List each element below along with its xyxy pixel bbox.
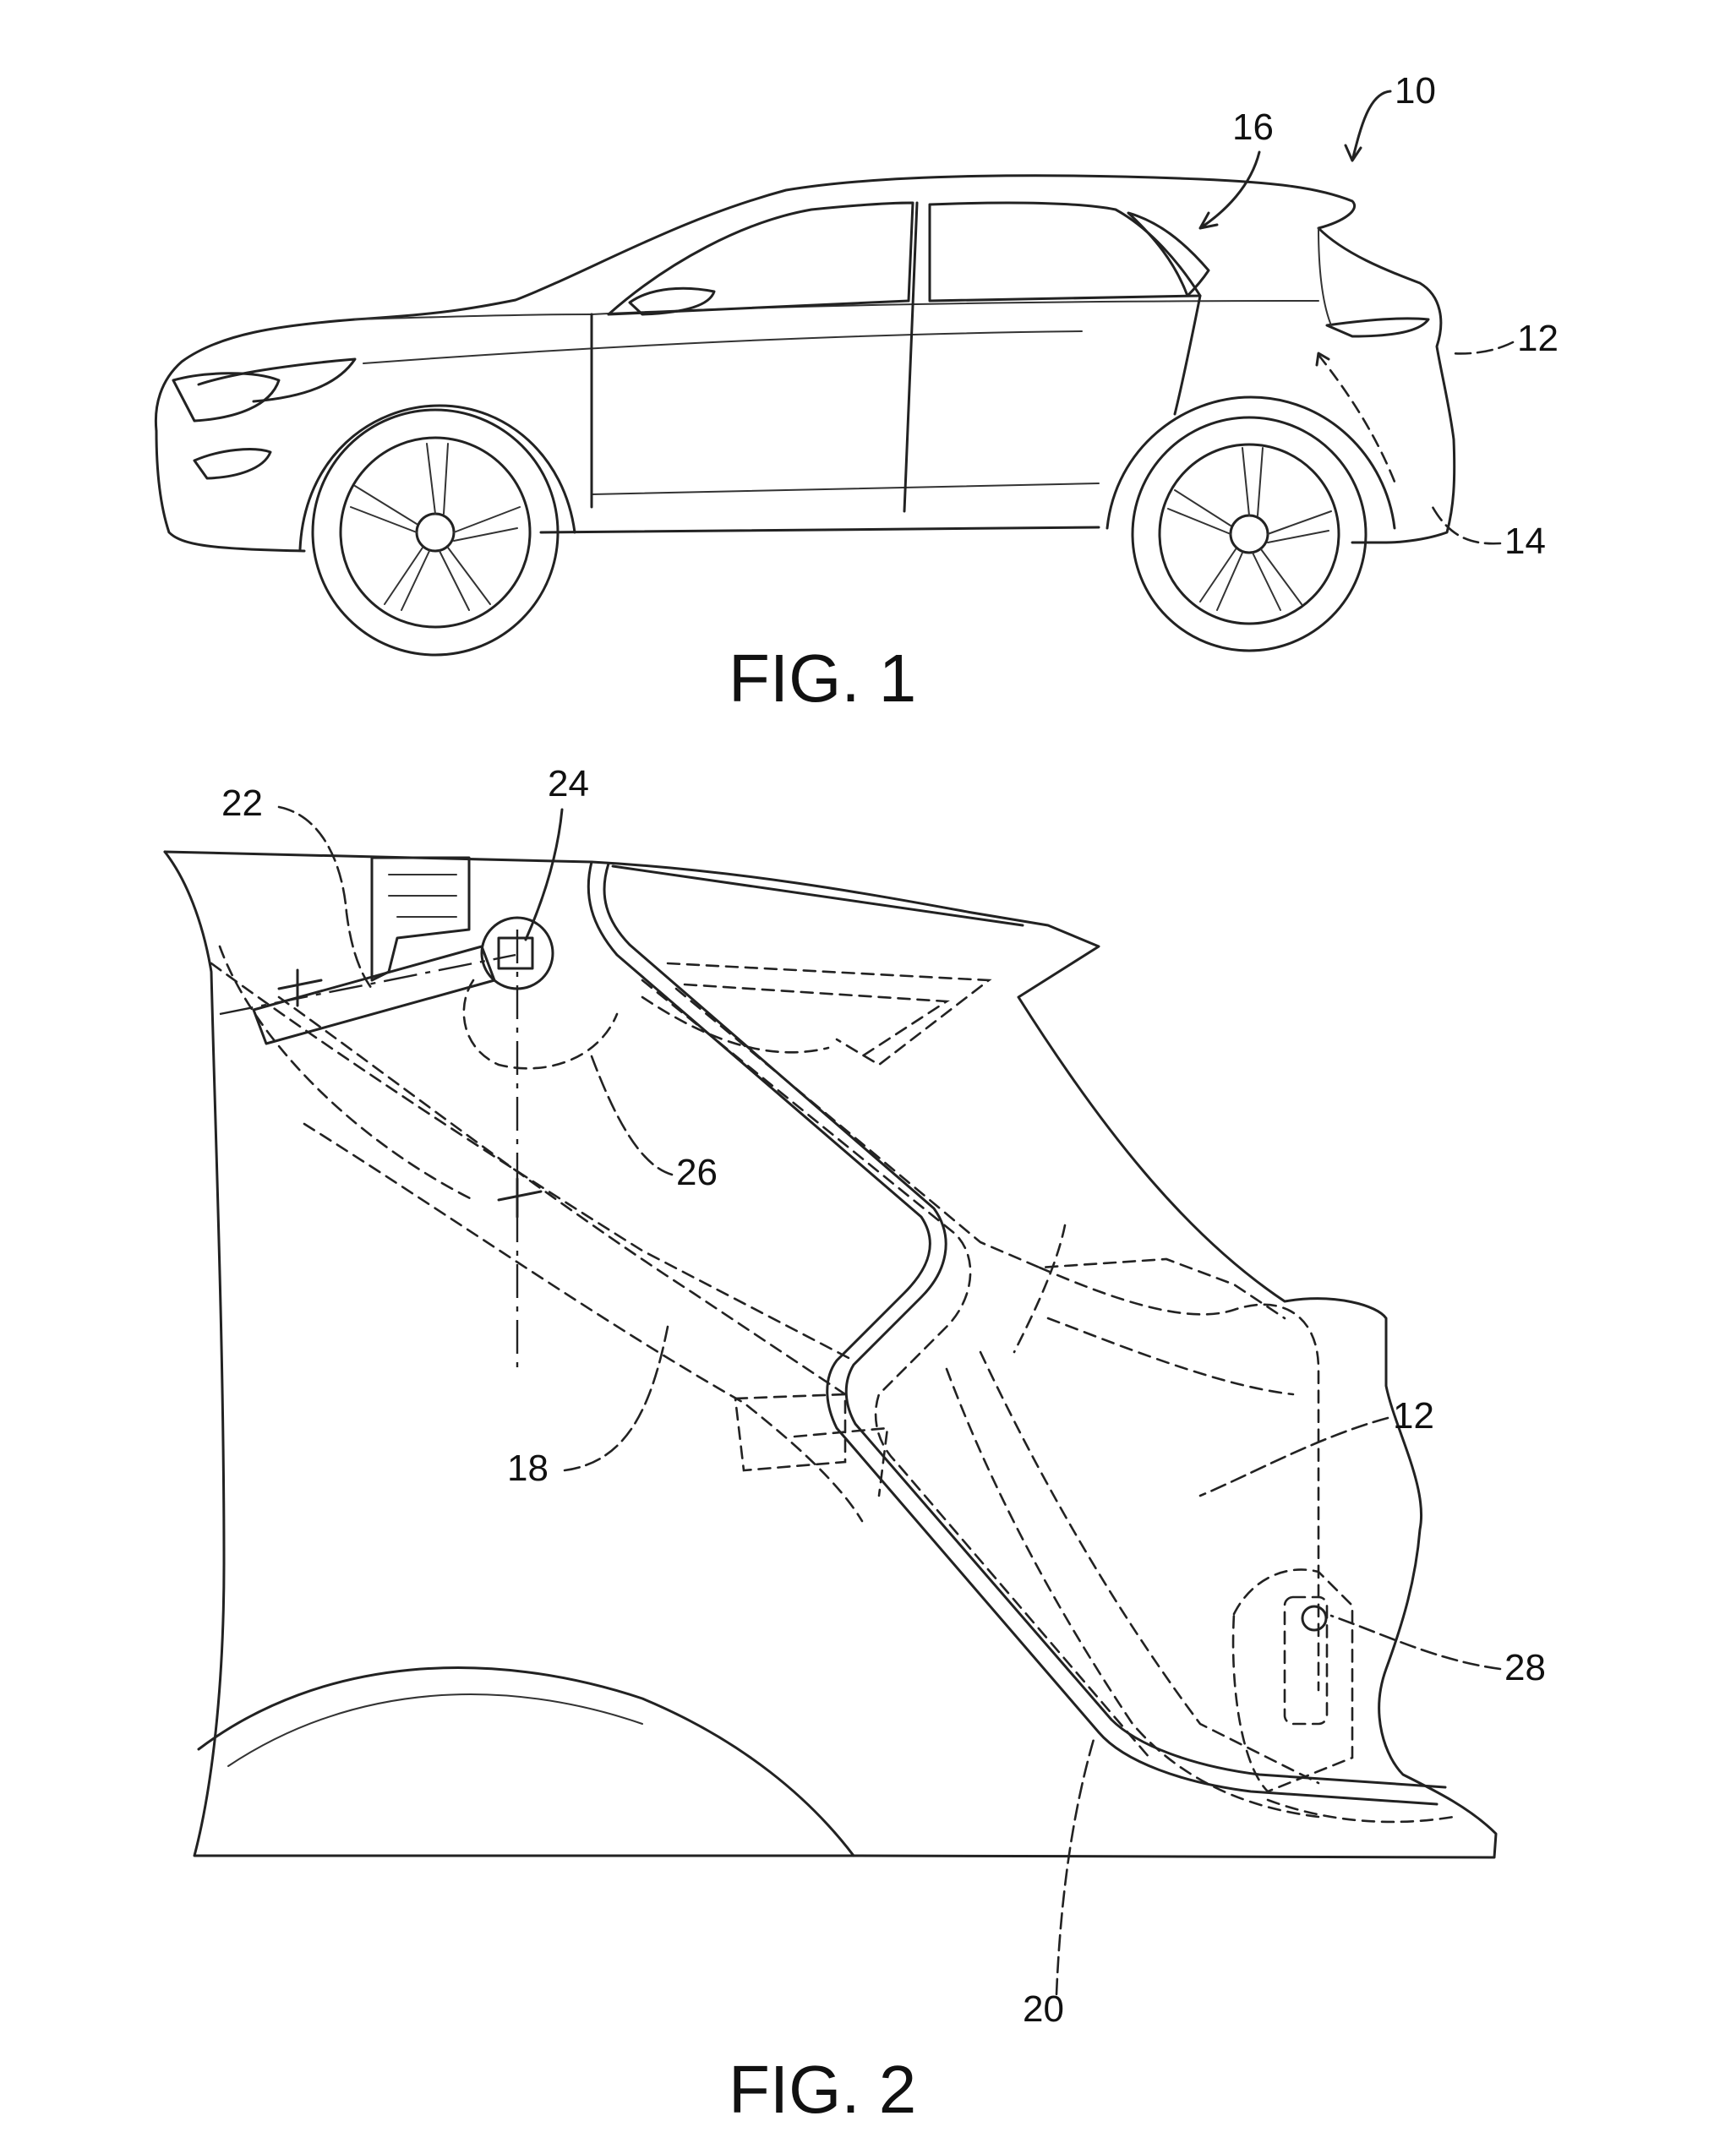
ref-label-14: 14	[1504, 521, 1546, 562]
leader-22	[279, 807, 372, 989]
ref-label-16: 16	[1232, 106, 1274, 148]
leader-28	[1331, 1616, 1500, 1669]
leader-20	[1056, 1737, 1095, 1994]
fog-lamp	[194, 450, 270, 478]
rear-wheel	[1133, 417, 1366, 651]
liftgate-swing-indicator	[1318, 355, 1395, 482]
liftgate-opening	[613, 866, 1023, 925]
frame-member-18-upper	[211, 963, 854, 1361]
leader-14	[1433, 507, 1500, 543]
leader-26	[592, 1056, 672, 1175]
leader-12-fig1	[1449, 342, 1513, 353]
ref-label-12-fig2: 12	[1393, 1395, 1434, 1437]
vehicle-lower-outline	[156, 431, 1099, 551]
rear-door-window	[930, 203, 1200, 301]
channel-20-lower	[980, 1352, 1318, 1783]
ref-label-18: 18	[507, 1448, 549, 1489]
leader-10	[1346, 91, 1390, 161]
lamp-pocket-inner	[1048, 1318, 1293, 1394]
bracket-26	[464, 980, 617, 1068]
front-window	[609, 203, 913, 314]
leader-16	[1200, 152, 1259, 228]
leader-12-fig2	[1200, 1418, 1388, 1496]
channel-20-outer	[642, 980, 1149, 1758]
hinge-assembly-24	[254, 858, 553, 1044]
front-wheel	[313, 410, 558, 655]
lamp-pocket	[1040, 1268, 1318, 1690]
fig2-rear-quarter: 22 24 26 18 12 28 20 FIG. 2	[165, 763, 1546, 2127]
rear-door-seam	[1175, 296, 1200, 414]
character-line	[363, 331, 1082, 363]
fig2-wheel-arch	[199, 1668, 854, 1856]
beltline	[592, 301, 1318, 314]
fig1-caption: FIG. 1	[729, 641, 916, 716]
rocker-line	[592, 483, 1099, 494]
ref-label-22: 22	[221, 783, 263, 824]
lamp-pocket-divider	[1014, 1225, 1065, 1352]
ref-label-10: 10	[1395, 70, 1436, 112]
front-grille	[173, 374, 279, 421]
ref-label-20: 20	[1023, 1988, 1064, 2030]
liftgate-edge	[1318, 228, 1331, 325]
fig2-wheel-arch-inner	[228, 1694, 642, 1766]
upper-reinforcement	[668, 963, 989, 1065]
ref-label-26: 26	[676, 1152, 718, 1193]
pillar-seam-outer	[588, 862, 1437, 1804]
channel-20-mid	[676, 989, 1285, 1318]
upper-reinforcement-lower	[642, 997, 828, 1052]
ref-label-12-fig1: 12	[1517, 318, 1559, 359]
ref-label-24: 24	[548, 763, 589, 804]
fig2-caption: FIG. 2	[729, 2052, 916, 2127]
quarter-panel-front-edge	[165, 852, 858, 1856]
tail-lamp	[1327, 319, 1428, 336]
ref-label-28: 28	[1504, 1647, 1546, 1688]
fig1-vehicle: 10 16 12 14 FIG. 1	[156, 70, 1559, 716]
